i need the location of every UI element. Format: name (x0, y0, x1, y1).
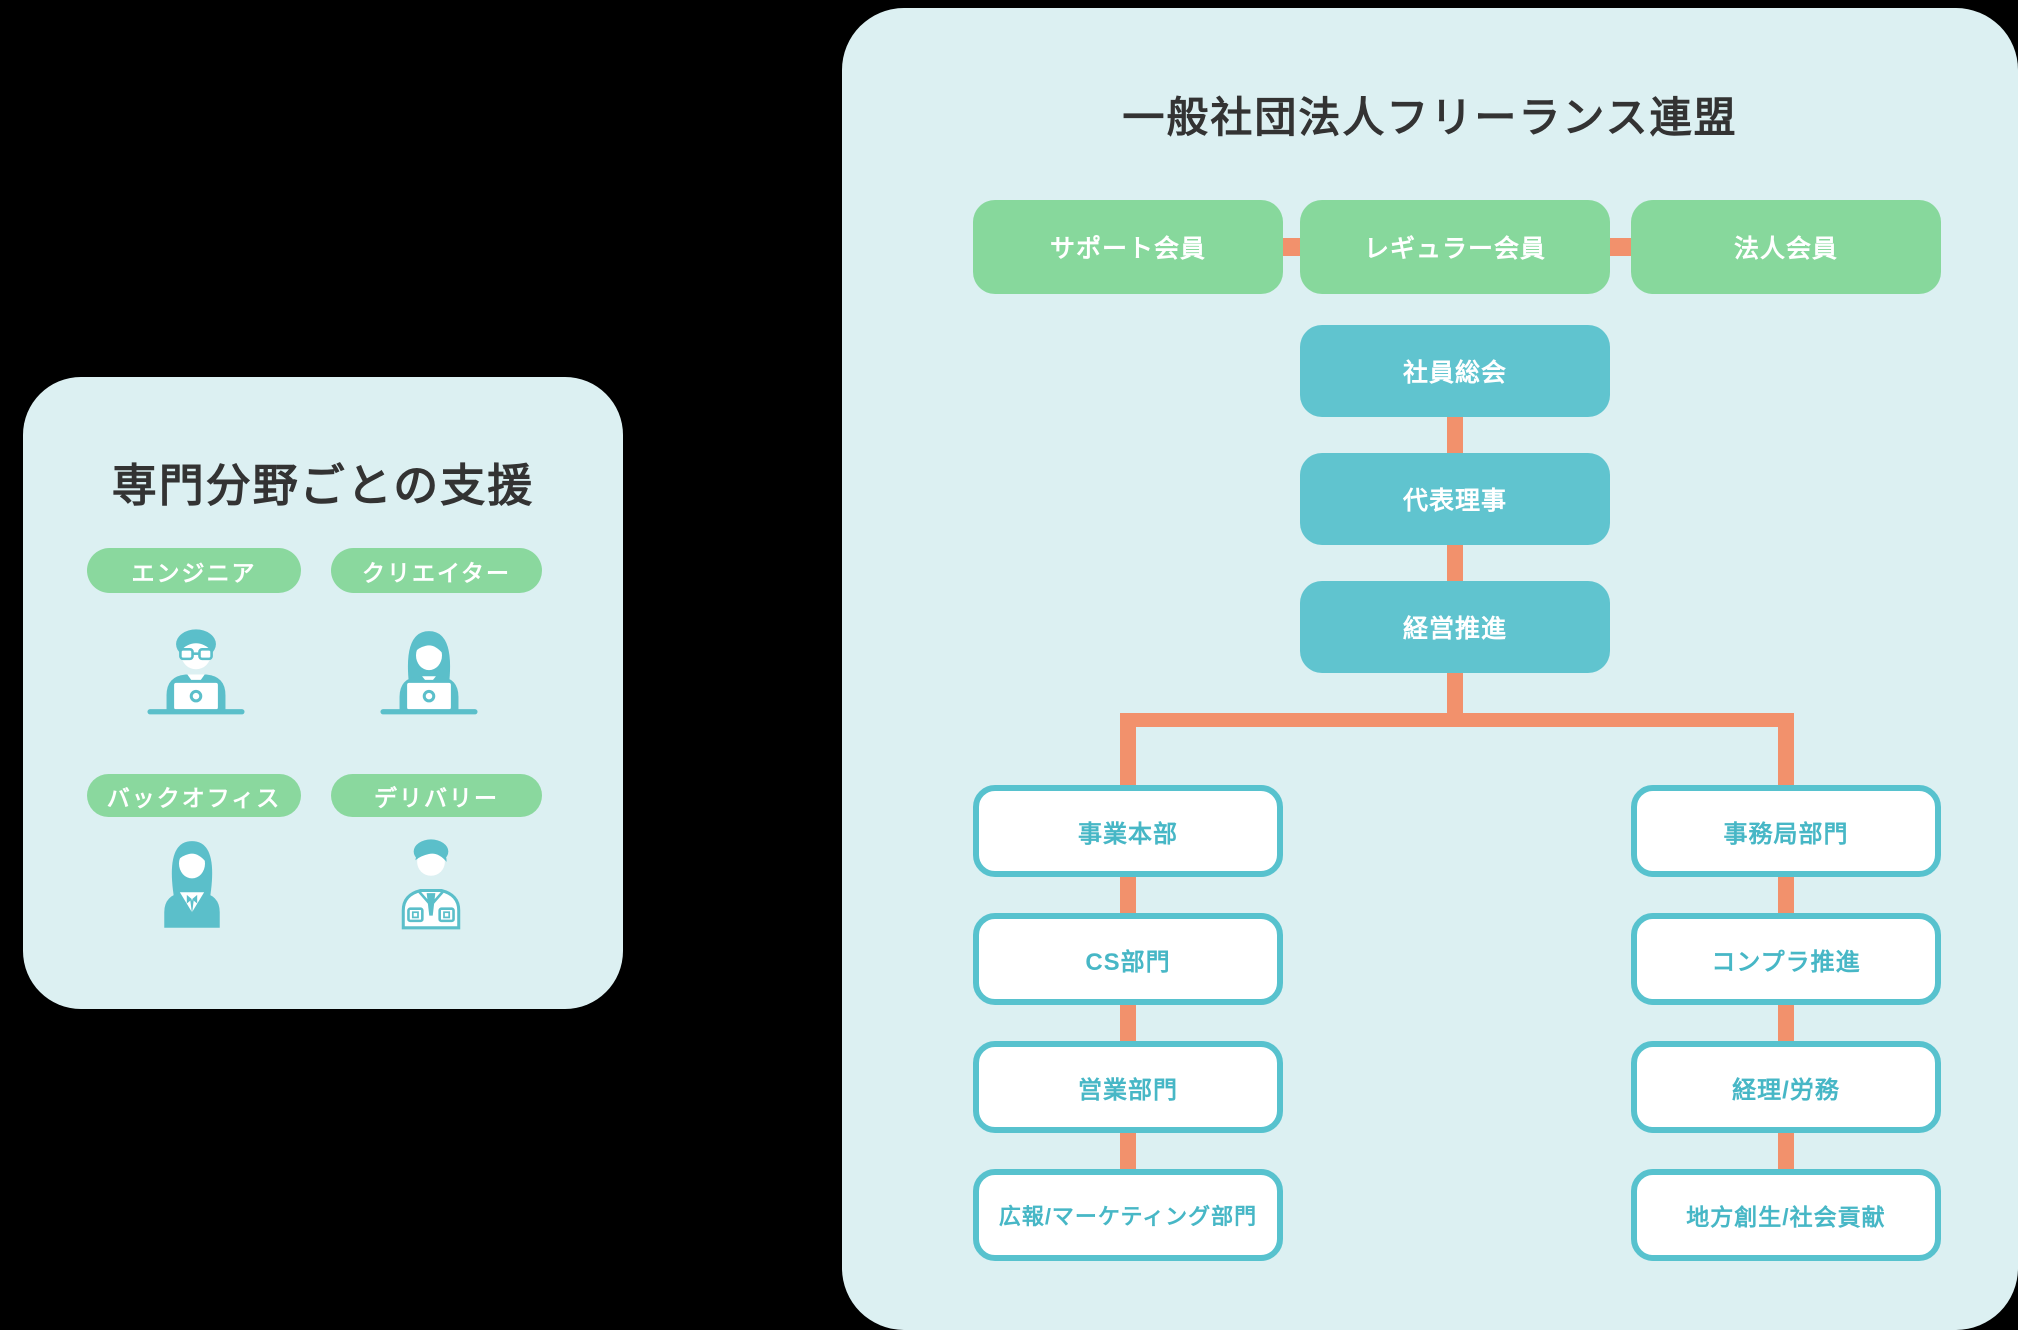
connector-branch-left (1120, 713, 1136, 787)
gov-box-general-meeting: 社員総会 (1300, 325, 1610, 417)
member-box-support: サポート会員 (973, 200, 1283, 294)
connector-left-3 (1120, 1126, 1136, 1176)
org-chart-title: 一般社団法人フリーランス連盟 (1122, 94, 1738, 141)
org-chart-panel: 一般社団法人フリーランス連盟 サポート会員 レギュラー会員 法人会員 社員総会 … (842, 8, 2018, 1330)
member-box-corporate: 法人会員 (1631, 200, 1941, 294)
dept-box-secretariat: 事務局部門 (1631, 785, 1941, 877)
member-box-regular: レギュラー会員 (1300, 200, 1610, 294)
connector-left-2 (1120, 998, 1136, 1048)
connector-gov-2 (1447, 536, 1463, 586)
category-pill-backoffice: バックオフィス (87, 774, 301, 817)
dept-box-compliance: コンプラ推進 (1631, 913, 1941, 1005)
left-panel-title: 専門分野ごとの支援 (111, 460, 535, 511)
connector-trunk (1447, 666, 1463, 716)
backoffice-icon (140, 829, 244, 933)
connector-right-3 (1778, 1126, 1794, 1176)
dept-box-sales: 営業部門 (973, 1041, 1283, 1133)
dept-box-pr-marketing: 広報/マーケティング部門 (973, 1169, 1283, 1261)
connector-horizontal (1120, 713, 1794, 727)
connector-right-1 (1778, 870, 1794, 920)
delivery-icon (379, 829, 483, 933)
specialty-support-panel: 専門分野ごとの支援 エンジニア クリエイター バックオフィス デリバリー (23, 377, 623, 1009)
engineer-icon (144, 615, 248, 727)
dept-box-cs: CS部門 (973, 913, 1283, 1005)
dept-box-regional-social: 地方創生/社会貢献 (1631, 1169, 1941, 1261)
connector-branch-right (1778, 713, 1794, 787)
dept-box-business-hq: 事業本部 (973, 785, 1283, 877)
dept-box-accounting-labor: 経理/労務 (1631, 1041, 1941, 1133)
category-pill-creator: クリエイター (331, 548, 542, 593)
creator-icon (377, 615, 481, 727)
gov-box-management-promotion: 経営推進 (1300, 581, 1610, 673)
connector-gov-1 (1447, 408, 1463, 458)
connector-left-1 (1120, 870, 1136, 920)
category-pill-engineer: エンジニア (87, 548, 301, 593)
connector-right-2 (1778, 998, 1794, 1048)
gov-box-representative-director: 代表理事 (1300, 453, 1610, 545)
category-pill-delivery: デリバリー (331, 774, 542, 817)
